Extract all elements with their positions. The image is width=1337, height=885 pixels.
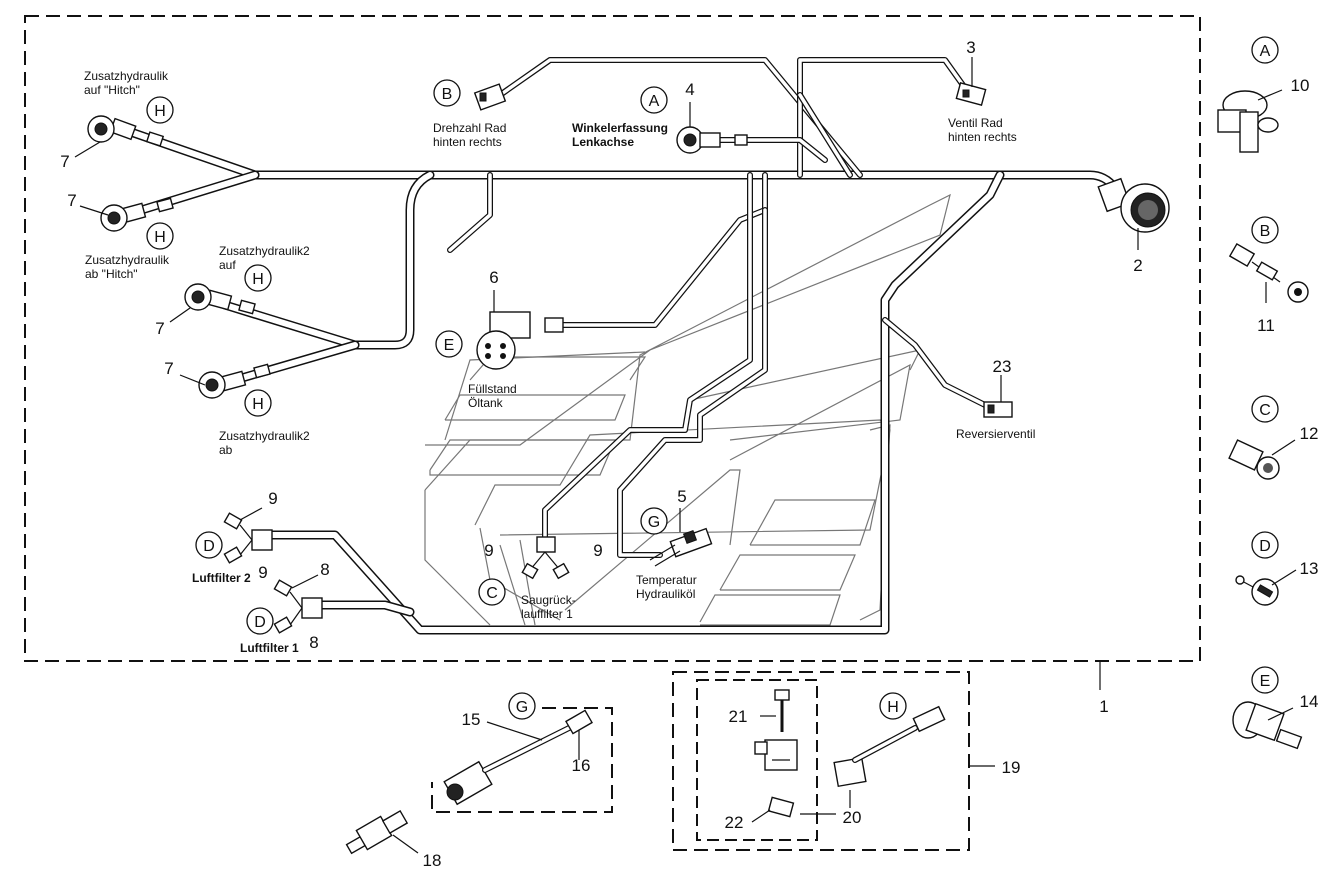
connector-4-winkel xyxy=(676,126,748,154)
letter-circles: H H H H B A E G C D D A B C D E G H xyxy=(146,36,1279,720)
label-fuellstand-1: Füllstand xyxy=(468,382,517,396)
label-drehzahl-2: hinten rechts xyxy=(433,135,502,149)
callout-7a: 7 xyxy=(60,152,69,171)
circle-c-2: C xyxy=(1259,402,1271,419)
circle-a-2: A xyxy=(1260,43,1271,60)
label-zh2-ab-2: ab xyxy=(219,443,233,457)
part-12-sensor xyxy=(1228,439,1280,480)
luftfilter1-junction xyxy=(273,579,323,634)
label-ventil-1: Ventil Rad xyxy=(948,116,1003,130)
circle-h-2: H xyxy=(154,229,166,246)
callout-10: 10 xyxy=(1291,76,1310,95)
callout-1: 1 xyxy=(1099,697,1108,716)
callout-7b: 7 xyxy=(67,191,76,210)
label-temperatur-1: Temperatur xyxy=(636,573,697,587)
callout-7c: 7 xyxy=(155,319,164,338)
circle-g-1: G xyxy=(648,514,660,531)
circle-h-5: H xyxy=(887,699,899,716)
label-zh-hitch-ab-2: ab "Hitch" xyxy=(85,267,138,281)
callout-14: 14 xyxy=(1300,692,1319,711)
label-winkel-1: Winkelerfassung xyxy=(572,121,668,135)
label-zh2-auf-2: auf xyxy=(219,258,236,272)
part-10-sensor xyxy=(1217,90,1279,153)
connector-drehzahl xyxy=(473,83,507,111)
leader-lines xyxy=(74,57,1297,854)
callout-11: 11 xyxy=(1257,316,1275,335)
callout-15: 15 xyxy=(462,710,481,729)
group-19-box xyxy=(672,671,995,851)
label-fuellstand-2: Öltank xyxy=(468,396,504,410)
part-13-sensor xyxy=(1235,575,1279,606)
circle-b-2: B xyxy=(1260,223,1271,240)
label-zh2-auf-1: Zusatzhydraulik2 xyxy=(219,244,310,258)
circle-b-1: B xyxy=(442,86,453,103)
callout-22: 22 xyxy=(725,813,744,832)
label-saug-2: lauffilter 1 xyxy=(521,607,573,621)
callout-numbers: 1 2 3 4 5 6 7 7 7 7 8 8 9 9 9 9 10 11 12… xyxy=(60,38,1318,870)
text-labels: Zusatzhydraulik auf "Hitch" Zusatzhydrau… xyxy=(84,69,1035,655)
circle-h-1: H xyxy=(154,103,166,120)
label-temperatur-2: Hydrauliköl xyxy=(636,587,695,601)
callout-16: 16 xyxy=(572,756,591,775)
callout-9b: 9 xyxy=(258,563,267,582)
callout-7d: 7 xyxy=(164,359,173,378)
circle-h-4: H xyxy=(252,396,264,413)
luftfilter2-junction xyxy=(223,512,273,564)
callout-9a: 9 xyxy=(268,489,277,508)
connector-6-fuellstand xyxy=(476,311,564,370)
connector-5-temperatur xyxy=(649,527,713,567)
callout-19: 19 xyxy=(1002,758,1021,777)
harness-boundary xyxy=(24,15,1201,662)
part-14-sensor xyxy=(1232,701,1303,750)
circle-g-2: G xyxy=(516,699,528,716)
circle-d-2: D xyxy=(254,614,266,631)
circle-d-3: D xyxy=(1259,538,1271,555)
callout-18: 18 xyxy=(423,851,442,870)
callout-13: 13 xyxy=(1300,559,1319,578)
circle-a-1: A xyxy=(649,93,660,110)
callout-8a: 8 xyxy=(320,560,329,579)
callout-12: 12 xyxy=(1300,424,1319,443)
label-luftfilter2: Luftfilter 2 xyxy=(192,571,251,585)
callout-9d: 9 xyxy=(593,541,602,560)
circle-e-2: E xyxy=(1260,673,1271,690)
callout-6: 6 xyxy=(489,268,498,287)
callout-20: 20 xyxy=(843,808,862,827)
label-zh-hitch-auf-1: Zusatzhydraulik xyxy=(84,69,169,83)
callout-23: 23 xyxy=(993,357,1012,376)
callout-9c: 9 xyxy=(484,541,493,560)
connector-7-zh2-ab xyxy=(198,363,271,399)
label-reversier: Reversierventil xyxy=(956,427,1035,441)
label-drehzahl-1: Drehzahl Rad xyxy=(433,121,506,135)
circle-e-1: E xyxy=(444,337,455,354)
callout-4: 4 xyxy=(685,80,694,99)
connector-7-zh2-auf xyxy=(184,283,256,315)
label-saug-1: Saugrück- xyxy=(521,593,576,607)
callout-2: 2 xyxy=(1133,256,1142,275)
group-g-box xyxy=(431,707,613,813)
saugfilter-junction xyxy=(521,536,570,580)
connector-7-hitch-ab xyxy=(100,197,174,232)
circle-h-3: H xyxy=(252,271,264,288)
label-zh-hitch-ab-1: Zusatzhydraulik xyxy=(85,253,170,267)
connector-23-reversier xyxy=(983,401,1013,418)
label-luftfilter1: Luftfilter 1 xyxy=(240,641,299,655)
callout-3: 3 xyxy=(966,38,975,57)
part-18-sensor xyxy=(345,809,409,855)
label-zh2-ab-1: Zusatzhydraulik2 xyxy=(219,429,310,443)
callout-5: 5 xyxy=(677,487,686,506)
part-11-sensor xyxy=(1228,242,1309,303)
circle-c-1: C xyxy=(486,585,498,602)
connector-7-hitch-auf xyxy=(87,115,165,147)
callout-21: 21 xyxy=(729,707,748,726)
label-zh-hitch-auf-2: auf "Hitch" xyxy=(84,83,140,97)
label-ventil-2: hinten rechts xyxy=(948,130,1017,144)
callout-8b: 8 xyxy=(309,633,318,652)
connector-2-main xyxy=(1097,177,1170,233)
circle-d-1: D xyxy=(203,538,215,555)
connector-3-ventil xyxy=(955,82,987,106)
label-winkel-2: Lenkachse xyxy=(572,135,634,149)
